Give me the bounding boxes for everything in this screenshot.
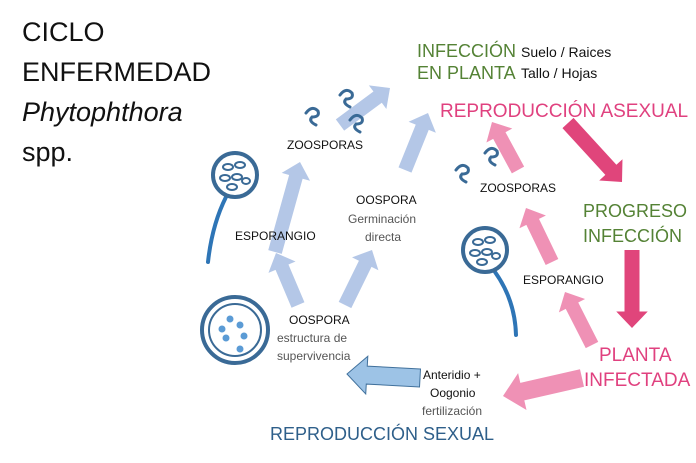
oospora-direct-line-2: directa	[365, 230, 402, 244]
zoospore-icon	[348, 113, 364, 134]
asexual-reproduction-label: REPRODUCCIÓN ASEXUAL	[440, 101, 689, 122]
esporangio-right-label: ESPORANGIO	[523, 273, 604, 287]
infection-label-1: INFECCIÓN	[417, 41, 516, 61]
progress-label-2: INFECCIÓN	[583, 226, 682, 246]
zoospore-icon	[454, 163, 470, 184]
oospora-survival-title: OOSPORA	[289, 313, 350, 327]
oospora-direct-title: OOSPORA	[356, 193, 417, 207]
sporangium-icon-right	[461, 226, 518, 337]
arrow-plant-to-fertilization	[503, 369, 584, 411]
arrow-germination-to-infection	[398, 113, 436, 173]
infection-site-1: Suelo / Raices	[521, 44, 612, 60]
fertilization-line-2: Oogonio	[430, 386, 476, 400]
title-line-4: spp.	[22, 137, 74, 167]
sporangium-icon-left	[206, 151, 259, 264]
arrow-oospora-to-germination	[338, 250, 379, 309]
title-genus: Phytophthora	[22, 97, 183, 127]
arrow-progress-to-plant	[616, 250, 648, 328]
zoospore-icon	[483, 146, 499, 167]
arrow-plant-to-esporangio	[558, 292, 599, 349]
zoospore-icon	[338, 88, 354, 109]
arrow-fertilization-to-oospora	[346, 355, 422, 396]
arrow-oospora-to-esporangio	[268, 253, 305, 308]
fertilization-line-1: Anteridio +	[423, 368, 481, 382]
arrow-esporangio-to-zoosporas	[268, 162, 311, 254]
progress-label-1: PROGRESO	[583, 201, 688, 221]
oospora-direct-line-1: Germinación	[348, 212, 417, 226]
title-line-2: ENFERMEDAD	[22, 57, 212, 87]
infection-site-2: Tallo / Hojas	[521, 65, 598, 81]
arrow-esporangio-to-zoosporas-right	[519, 208, 559, 266]
sexual-reproduction-label: REPRODUCCIÓN SEXUAL	[270, 424, 495, 444]
oospore-icon	[200, 295, 270, 365]
zoosporas-right-label: ZOOSPORAS	[480, 181, 557, 195]
oospora-survival-line-1: estructura de	[277, 331, 348, 345]
fertilization-line-3: fertilización	[422, 404, 483, 418]
zoosporas-left-label: ZOOSPORAS	[287, 138, 364, 152]
zoospore-icon	[304, 106, 320, 127]
infection-label-2: EN PLANTA	[417, 63, 516, 83]
infected-plant-label-2: INFECTADA	[584, 370, 691, 391]
infected-plant-label-1: PLANTA	[599, 345, 672, 366]
oospora-survival-line-2: supervivencia	[277, 349, 351, 363]
title-line-1: CICLO	[22, 17, 105, 47]
esporangio-left-label: ESPORANGIO	[235, 229, 316, 243]
arrow-zoosporas-to-asexual	[486, 122, 525, 174]
arrow-asexual-to-progress	[562, 117, 623, 182]
